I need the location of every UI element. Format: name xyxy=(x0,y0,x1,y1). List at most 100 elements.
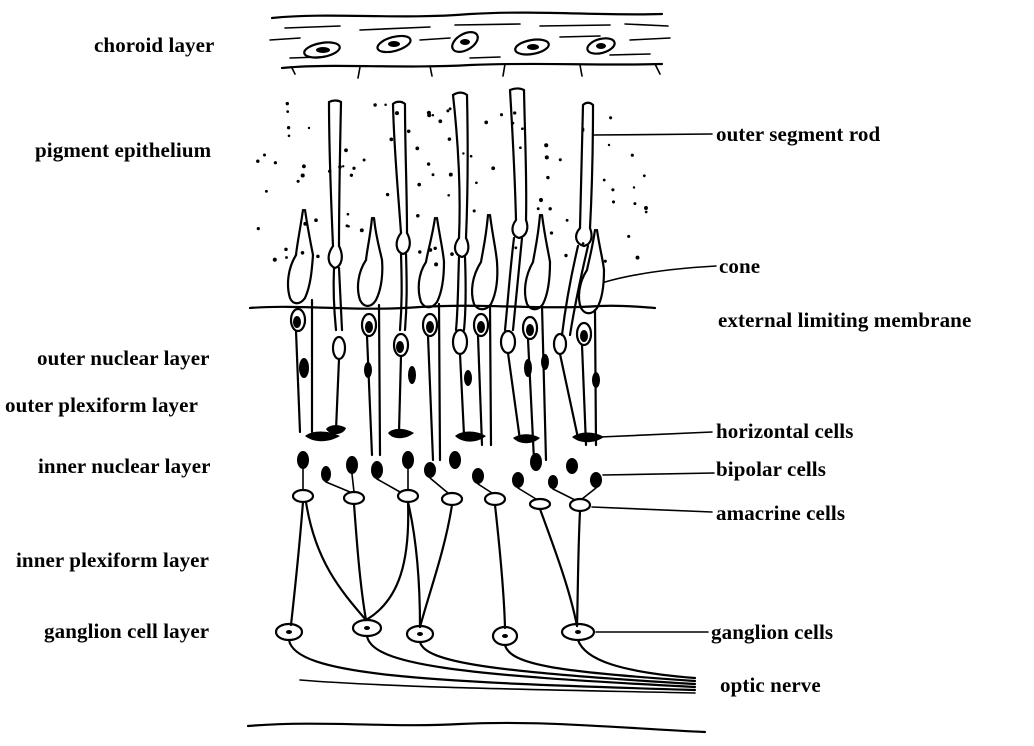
pigment-dot xyxy=(432,114,434,116)
pigment-dot xyxy=(432,173,435,176)
label-pigment-epithelium: pigment epithelium xyxy=(35,138,211,162)
label-optic-nerve: optic nerve xyxy=(720,673,821,697)
pigment-dot xyxy=(633,186,635,188)
pigment-dot xyxy=(287,126,290,129)
pigment-dot xyxy=(484,121,488,125)
pigment-dot xyxy=(415,147,419,151)
pigment-dot xyxy=(449,173,453,177)
pigment-dot xyxy=(434,262,438,266)
label-amacrine-cells: amacrine cells xyxy=(716,501,845,525)
leader-lines xyxy=(592,134,716,632)
optic-nerve-fibers xyxy=(289,636,695,693)
amacrine-cells-illustration xyxy=(293,469,596,511)
pigment-dot xyxy=(416,214,420,218)
pigment-dot xyxy=(363,159,366,162)
pigment-dot xyxy=(447,194,450,197)
inner-plexiform-fibers xyxy=(291,502,580,628)
pigment-dot xyxy=(645,211,648,214)
label-ganglion-cell-layer: ganglion cell layer xyxy=(44,619,209,643)
pigment-dot xyxy=(462,152,464,154)
pigment-dot xyxy=(297,180,300,183)
pigment-dot xyxy=(389,138,393,142)
pigment-dot xyxy=(564,254,567,257)
pigment-dot xyxy=(308,127,310,129)
bipolar-cells-illustration xyxy=(297,451,602,489)
pigment-dot xyxy=(627,235,630,238)
label-cone: cone xyxy=(719,254,760,278)
pigment-dot xyxy=(633,202,636,205)
label-bipolar-cells: bipolar cells xyxy=(716,457,826,481)
pigment-dot xyxy=(631,154,634,157)
label-choroid-layer: choroid layer xyxy=(94,33,214,57)
label-outer-segment-rod: outer segment rod xyxy=(716,122,880,146)
pigment-dot xyxy=(344,148,348,152)
pigment-dot xyxy=(559,158,562,161)
pigment-dot xyxy=(448,137,452,141)
pigment-dot xyxy=(286,110,289,113)
pigment-dot xyxy=(644,206,648,210)
pigment-dot xyxy=(284,248,287,251)
pigment-dot xyxy=(608,144,610,146)
pigment-dot xyxy=(316,255,320,259)
pigment-dot xyxy=(263,153,266,156)
label-external-limiting-membrane: external limiting membrane xyxy=(718,308,971,332)
pigment-dot xyxy=(491,166,495,170)
pigment-dot xyxy=(514,246,517,249)
pigment-dot xyxy=(314,218,318,222)
pigment-dot xyxy=(546,176,549,179)
pigment-dot xyxy=(373,103,376,106)
external-limiting-membrane-line xyxy=(250,306,655,309)
pigment-dot xyxy=(256,159,259,162)
pigment-dot xyxy=(427,162,430,165)
pigment-dot xyxy=(500,113,503,116)
pigment-dot xyxy=(273,258,277,262)
label-horizontal-cells: horizontal cells xyxy=(716,419,854,443)
ganglion-cells-illustration xyxy=(276,620,594,645)
pigment-dot xyxy=(545,155,549,159)
pigment-dot xyxy=(450,252,454,256)
pigment-dot xyxy=(438,119,442,123)
pigment-dot xyxy=(347,213,350,216)
pigment-dot xyxy=(609,116,612,119)
inner-limiting-membrane-line xyxy=(248,723,705,732)
pigment-dot xyxy=(384,103,387,106)
pigment-dot xyxy=(257,227,260,230)
label-outer-plexiform-layer: outer plexiform layer xyxy=(5,393,198,417)
pigment-dot xyxy=(342,165,344,167)
pigment-dot xyxy=(265,190,268,193)
rod-cells xyxy=(326,89,604,444)
pigment-dot xyxy=(513,111,516,114)
pigment-dot xyxy=(636,256,640,260)
pigment-dot xyxy=(603,179,606,182)
pigment-dot xyxy=(470,155,473,158)
pigment-dot xyxy=(550,231,553,234)
pigment-dot xyxy=(352,167,355,170)
label-inner-plexiform-layer: inner plexiform layer xyxy=(16,548,209,572)
pigment-dot xyxy=(537,207,540,210)
pigment-dot xyxy=(566,219,569,222)
pigment-dot xyxy=(350,174,353,177)
pigment-dot xyxy=(288,134,291,137)
pigment-dot xyxy=(446,109,449,112)
pigment-dot xyxy=(285,256,288,259)
pigment-dot xyxy=(418,250,421,253)
pigment-dot xyxy=(286,102,289,105)
pigment-dot xyxy=(475,181,478,184)
pigment-dot xyxy=(549,207,552,210)
pigment-dot xyxy=(544,143,548,147)
label-inner-nuclear-layer: inner nuclear layer xyxy=(38,454,211,478)
pigment-dot xyxy=(386,193,389,196)
pigment-dot xyxy=(360,228,364,232)
pigment-dot xyxy=(519,146,522,149)
pigment-dot xyxy=(539,198,543,202)
pigment-dot xyxy=(302,164,306,168)
pigment-dot xyxy=(643,174,646,177)
outer-nuclei xyxy=(299,354,600,388)
pigment-dot xyxy=(473,209,476,212)
choroid-layer-illustration xyxy=(270,13,670,78)
pigment-dot xyxy=(433,247,436,250)
pigment-dot xyxy=(301,251,305,255)
pigment-dot xyxy=(521,127,524,130)
pigment-dot xyxy=(301,173,305,177)
